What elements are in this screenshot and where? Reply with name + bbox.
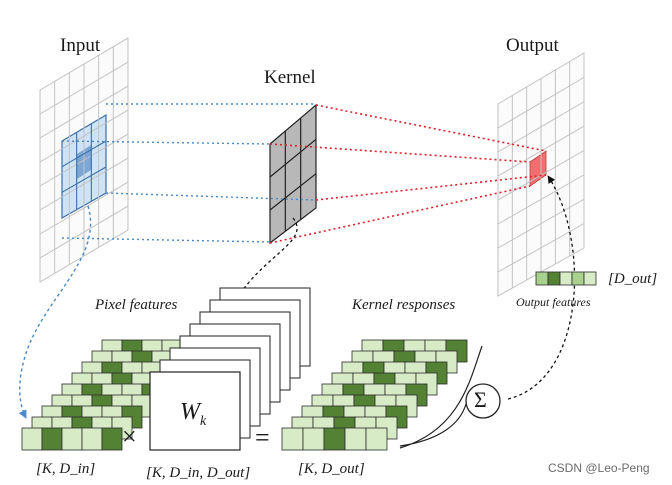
feature-cell xyxy=(302,427,325,451)
sum-to-output-arrow xyxy=(507,175,576,400)
output-feature-vector xyxy=(535,271,597,286)
sum-circle xyxy=(465,383,501,419)
grid-line xyxy=(269,138,317,178)
grid-line xyxy=(497,125,585,177)
kernel-responses-stack xyxy=(281,339,468,451)
grid-line xyxy=(61,140,107,168)
pixel-features-stack xyxy=(21,339,203,451)
output-grid xyxy=(497,52,585,297)
input-title: Input xyxy=(60,35,101,56)
weight-label-sub: k xyxy=(200,413,207,429)
kernel-grid xyxy=(269,103,317,245)
input-grid xyxy=(39,37,129,283)
grid-line xyxy=(39,61,129,115)
feature-cell xyxy=(323,427,346,451)
weight-label: Wk xyxy=(180,400,206,429)
weight-label-base: W xyxy=(180,399,200,425)
grid-line xyxy=(39,157,129,211)
input-to-kernel-links xyxy=(61,103,317,243)
feature-cell xyxy=(344,427,367,451)
weight-sheet-front xyxy=(149,371,241,451)
output-dims-label: [D_out] xyxy=(608,271,658,287)
kernel-sheet xyxy=(269,103,317,245)
equals-symbol: = xyxy=(255,423,270,452)
response-dims-label: [K, D_out] xyxy=(298,461,365,477)
weights-stack xyxy=(149,287,311,451)
responses-sum-brace xyxy=(399,345,483,449)
grid-line xyxy=(39,109,129,163)
times-symbol: × xyxy=(122,422,137,451)
input-to-pixel-features-arrow xyxy=(18,205,92,419)
kernel-title: Kernel xyxy=(264,67,316,88)
grid-line xyxy=(497,198,585,249)
output-feature-cell xyxy=(559,271,573,286)
sum-symbol: Σ xyxy=(474,387,487,412)
grid-line xyxy=(61,166,107,193)
feature-cell xyxy=(41,427,63,451)
input-grid-lines xyxy=(39,46,129,274)
kernel-grid-lines xyxy=(269,118,317,232)
output-feature-cell xyxy=(547,271,561,286)
grid-line xyxy=(39,133,129,187)
feature-cell xyxy=(61,427,83,451)
watermark: CSDN @Leo-Peng xyxy=(548,461,650,475)
output-feature-cell xyxy=(583,271,597,286)
feature-cell xyxy=(21,427,43,451)
grid-line xyxy=(39,181,129,235)
grid-line xyxy=(269,173,317,211)
feature-cell xyxy=(81,427,103,451)
output-features-caption: Output features xyxy=(516,295,591,309)
pixel-feature-row xyxy=(21,427,123,451)
output-title: Output xyxy=(506,35,559,56)
pixel-dims-label: [K, D_in] xyxy=(36,461,96,477)
weight-dims-label: [K, D_in, D_out] xyxy=(146,465,251,481)
grid-line xyxy=(39,85,129,139)
pixel-features-caption: Pixel features xyxy=(95,297,178,313)
feature-cell xyxy=(281,427,304,451)
grid-line xyxy=(497,76,585,129)
feature-cell xyxy=(365,427,388,451)
output-feature-cell xyxy=(535,271,549,286)
output-feature-cell xyxy=(571,271,585,286)
kernel-to-weights-arrow xyxy=(211,217,298,371)
response-row xyxy=(281,427,388,451)
grid-line xyxy=(39,205,129,259)
grid-line xyxy=(497,174,585,225)
grid-line xyxy=(497,223,585,273)
kernel-to-output-links xyxy=(269,104,547,244)
feature-cell xyxy=(101,427,123,451)
kernel-responses-caption: Kernel responses xyxy=(352,297,456,313)
